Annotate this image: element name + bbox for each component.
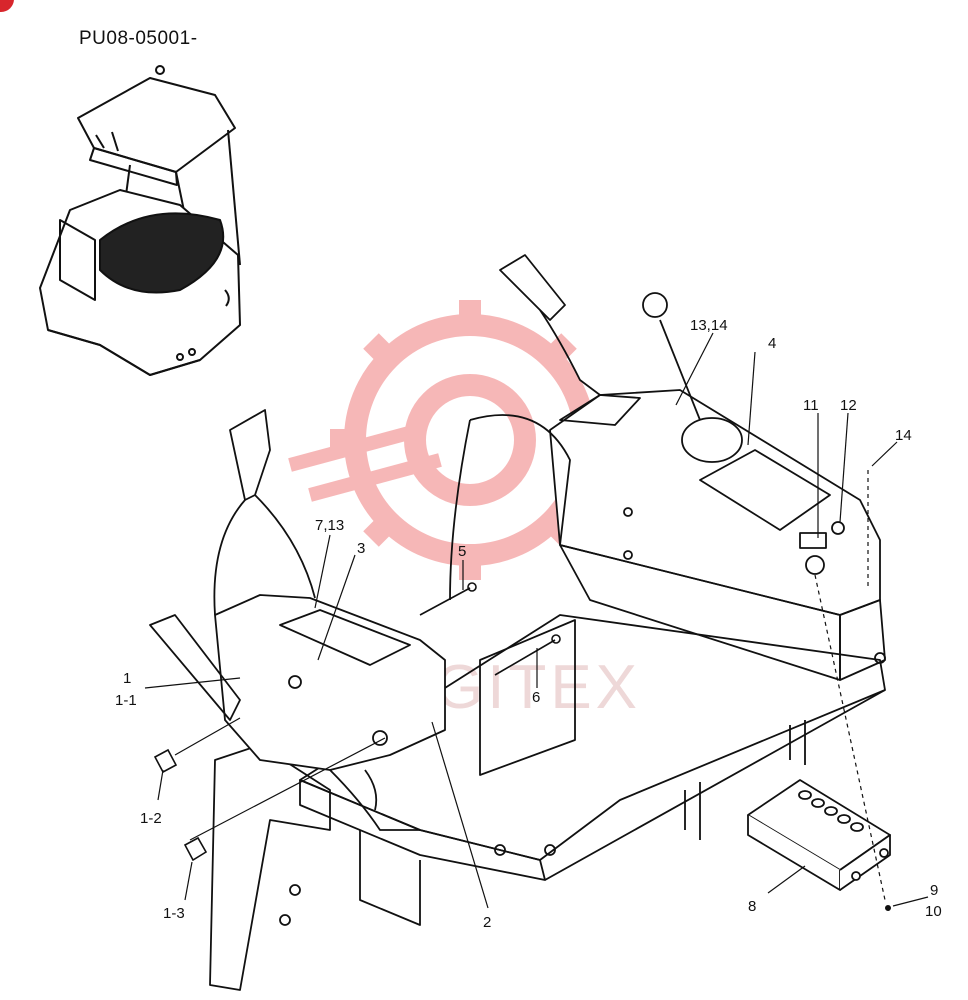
screw-9-10 [885, 905, 891, 911]
plugs [153, 748, 208, 862]
callout-13-14: 13,14 [690, 317, 728, 334]
part-code: PU08-05001- [79, 28, 198, 49]
right-console [449, 254, 886, 681]
callout-1: 1 [123, 670, 131, 687]
left-console [149, 409, 446, 831]
callout-labels: 1 1-1 1-2 1-3 2 3 4 5 6 7,13 8 9 10 11 1… [115, 317, 942, 931]
callout-2: 2 [483, 914, 491, 931]
callout-9: 9 [930, 882, 938, 899]
callout-5: 5 [458, 543, 466, 560]
callout-10: 10 [925, 903, 942, 920]
callout-7-13: 7,13 [315, 517, 344, 534]
callout-3: 3 [357, 540, 365, 557]
bolts [419, 582, 561, 676]
callout-12: 12 [840, 397, 857, 414]
callout-8: 8 [748, 898, 756, 915]
controller-box [747, 779, 891, 891]
callout-4: 4 [768, 335, 776, 352]
leader-lines [144, 332, 929, 909]
callout-14: 14 [895, 427, 912, 444]
callout-1-3: 1-3 [163, 905, 185, 922]
callout-11: 11 [803, 397, 819, 414]
excavator-inset [39, 65, 241, 376]
callout-6: 6 [532, 689, 540, 706]
callout-1-1: 1-1 [115, 692, 137, 709]
watermark-gear [288, 300, 610, 580]
callout-1-2: 1-2 [140, 810, 162, 827]
